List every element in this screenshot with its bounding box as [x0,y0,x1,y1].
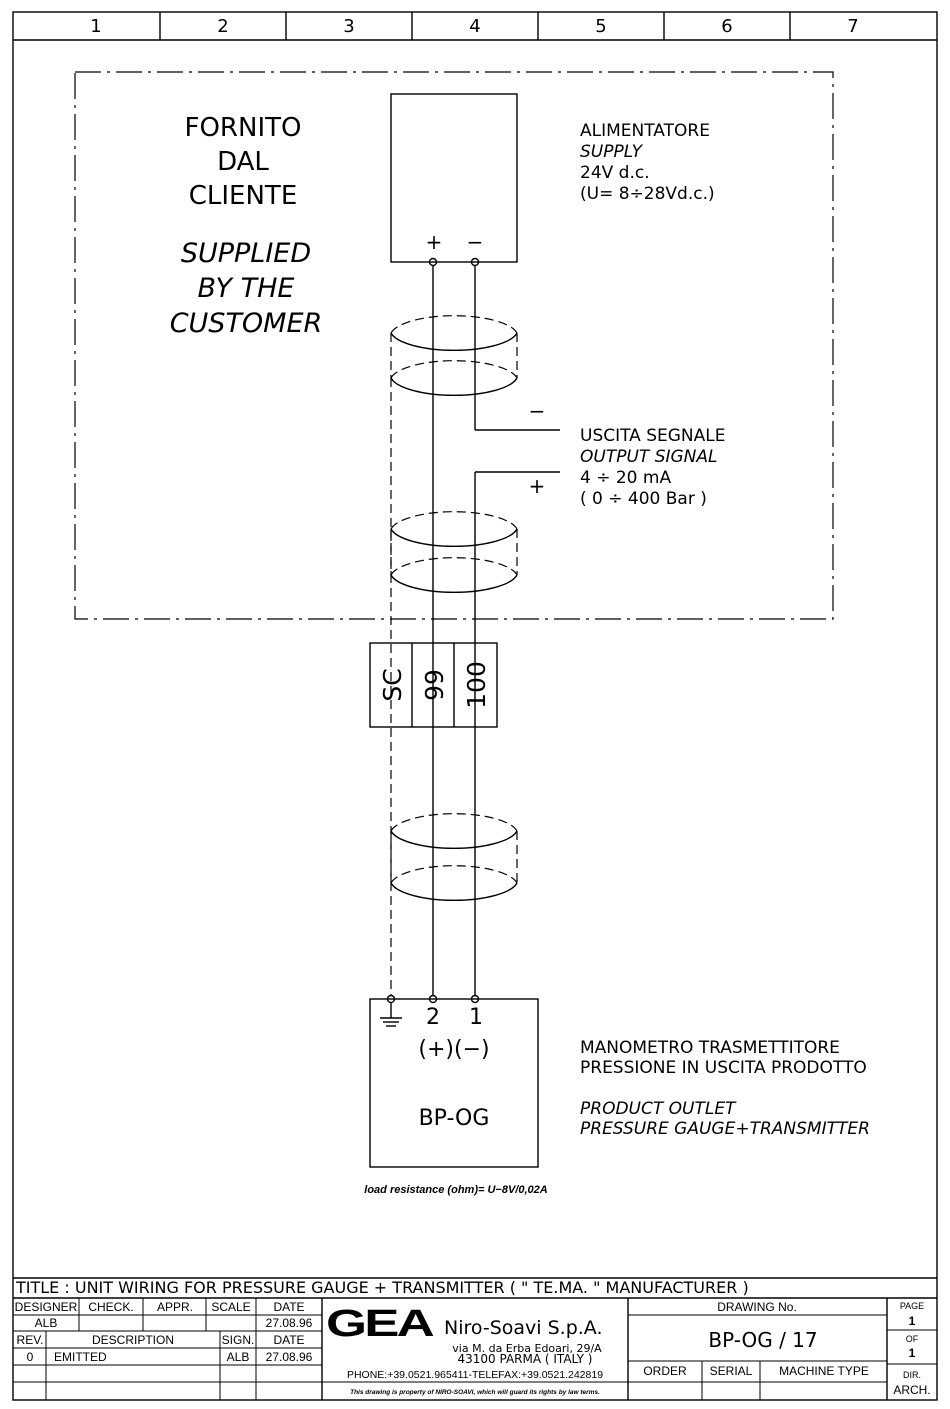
column-label: 1 [90,16,101,37]
device-node-1 [470,994,480,1004]
hdr-order: ORDER [643,1364,687,1378]
supply-label-it: ALIMENTATORE [580,121,710,141]
signal-plus-sign: + [529,474,546,498]
signal-label: USCITA SEGNALE OUTPUT SIGNAL 4 ÷ 20 mA (… [580,426,725,509]
description-value: EMITTED [54,1350,107,1364]
hdr-machine-type: MACHINE TYPE [779,1364,869,1378]
title-block: TITLE : UNIT WIRING FOR PRESSURE GAUGE +… [13,1277,937,1400]
shielded-cable-symbol-upper [390,315,518,396]
device-label-en-2: PRESSURE GAUGE+TRANSMITTER [580,1119,870,1139]
column-label: 3 [343,16,354,37]
device-polarity: (+)(−) [418,1037,489,1062]
hdr-date-2: DATE [273,1333,304,1347]
hdr-of: OF [906,1334,919,1344]
label-it-line: FORNITO [185,113,302,143]
sign-value: ALB [227,1350,250,1364]
hdr-dir: DIR. [903,1370,921,1380]
hdr-arch: ARCH. [893,1383,930,1397]
hdr-rev: REV. [17,1333,44,1347]
gea-logo: GEA [326,1303,434,1345]
designer-value: ALB [35,1316,58,1330]
terminal-100: 100 [462,661,491,709]
column-header-ticks [159,12,791,40]
drawing-number: BP-OG / 17 [708,1328,817,1352]
device-box [369,998,539,1168]
hdr-drawing-no: DRAWING No. [717,1300,797,1314]
property-note: This drawing is property of NIRO-SOAVI, … [350,1389,600,1396]
column-label: 7 [847,16,858,37]
terminal-sc: SC [378,668,407,701]
column-label: 4 [469,16,480,37]
load-resistance-note: load resistance (ohm)= U−8V/0,02A [364,1184,547,1196]
company-address-2: 43100 PARMA ( ITALY ) [458,1352,593,1366]
shielded-cable-symbol-lower [390,813,518,901]
customer-supplied-label: FORNITO DAL CLIENTE SUPPLIED BY THE CUST… [170,113,323,339]
supply-minus-terminal: − [467,230,484,254]
ground-icon [380,1003,402,1027]
device-label-en-1: PRODUCT OUTLET [580,1099,737,1119]
device-label: MANOMETRO TRASMETTITORE PRESSIONE IN USC… [580,1038,870,1139]
company-name: Niro-Soavi S.p.A. [444,1317,603,1339]
power-supply-box [390,93,518,263]
hdr-appr: APPR. [157,1300,193,1314]
hdr-sign: SIGN. [222,1333,255,1347]
sheet-frame [12,11,938,1401]
terminal-99: 99 [420,669,449,701]
supply-terminal-node [470,257,480,267]
rev-value: 0 [27,1350,34,1364]
signal-range: ( 0 ÷ 400 Bar ) [580,489,707,509]
device-name: BP-OG [419,1106,490,1131]
company-phone: PHONE:+39.0521.965411-TELEFAX:+39.0521.2… [347,1369,603,1381]
customer-supplied-boundary [74,71,834,620]
column-header-labels: 1 2 3 4 5 6 7 [90,16,858,37]
device-node-ground [386,994,396,1004]
supply-plus-terminal: + [426,230,443,254]
label-en-line: CUSTOMER [170,308,323,339]
label-en-line: BY THE [198,273,295,304]
device-label-it-2: PRESSIONE IN USCITA PRODOTTO [580,1058,867,1078]
hdr-description: DESCRIPTION [92,1333,174,1347]
device-pin-1: 1 [469,1005,483,1030]
date-value-2: 27.08.96 [266,1350,313,1364]
of-value: 1 [909,1346,916,1360]
hdr-serial: SERIAL [710,1364,753,1378]
shielded-cable-symbol-middle [390,511,518,593]
signal-label-it: USCITA SEGNALE [580,426,725,446]
supply-label-en: SUPPLY [580,142,644,162]
supply-terminal-node [428,257,438,267]
signal-current: 4 ÷ 20 mA [580,468,671,488]
signal-minus-sign: − [529,399,546,423]
hdr-check: CHECK. [88,1300,133,1314]
supply-label: ALIMENTATORE SUPPLY 24V d.c. (U= 8÷28Vd.… [580,121,715,204]
signal-label-en: OUTPUT SIGNAL [580,447,718,467]
column-label: 6 [721,16,732,37]
hdr-page: PAGE [900,1301,924,1311]
label-it-line: CLIENTE [189,181,298,211]
label-it-line: DAL [217,147,269,177]
column-label: 2 [217,16,228,37]
device-node-2 [428,994,438,1004]
hdr-scale: SCALE [211,1300,250,1314]
label-en-line: SUPPLIED [181,238,311,269]
hdr-designer: DESIGNER [15,1300,78,1314]
page-value: 1 [909,1314,916,1328]
date-value-1: 27.08.96 [266,1316,313,1330]
supply-range: (U= 8÷28Vd.c.) [580,184,715,204]
device-pin-2: 2 [426,1005,440,1030]
company-address-1: via M. da Erba Edoari, 29/A [452,1342,602,1355]
drawing-title: TITLE : UNIT WIRING FOR PRESSURE GAUGE +… [15,1278,749,1297]
column-label: 5 [595,16,606,37]
device-label-it-1: MANOMETRO TRASMETTITORE [580,1038,840,1058]
hdr-date: DATE [273,1300,304,1314]
supply-voltage: 24V d.c. [580,163,650,183]
terminal-block: SC 99 100 [369,642,498,728]
